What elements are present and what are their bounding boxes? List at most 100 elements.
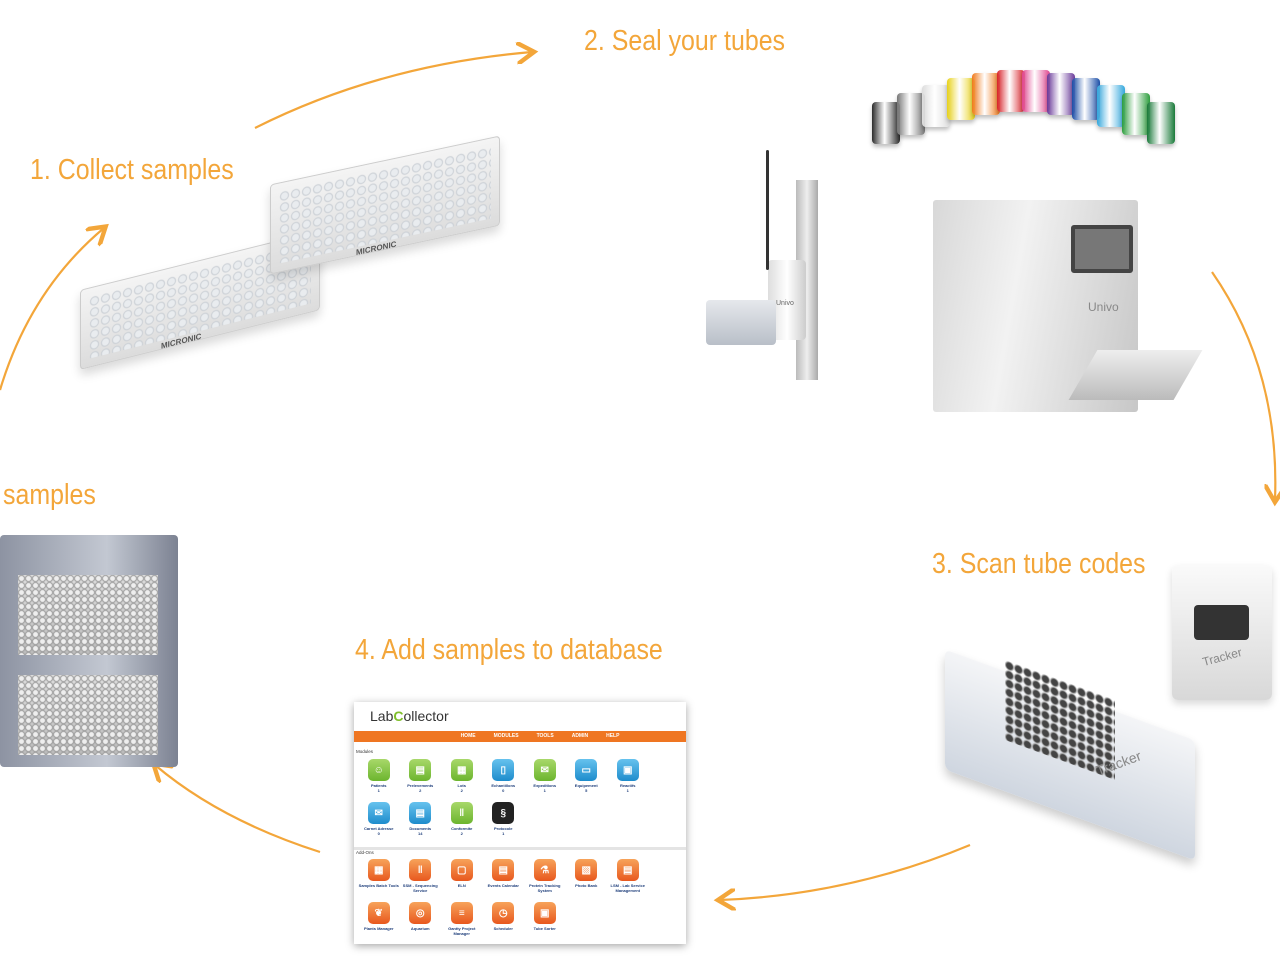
step-collect-label: 1. Collect samples <box>30 154 234 186</box>
sequencing-icon: ‖ <box>409 859 432 881</box>
item-label: Plants Manager <box>363 926 394 931</box>
item-label: Expeditions <box>533 783 557 788</box>
dna-icon: § <box>492 802 515 824</box>
nav-help[interactable]: HELP <box>606 733 620 739</box>
grid-icon: ▦ <box>450 759 473 781</box>
tube-cap <box>1072 77 1100 120</box>
item-label: Prelevements <box>407 783 434 788</box>
step-database-label: 4. Add samples to database <box>355 634 663 666</box>
tube-cap <box>1097 84 1125 127</box>
protein-icon: ⚗ <box>533 859 556 881</box>
batch-icon: ▦ <box>367 859 390 881</box>
tube-icon: ▯ <box>492 759 515 781</box>
item-label: SSM - Sequencing Service <box>402 883 438 893</box>
item-label: Reactifs <box>619 783 636 788</box>
arrow-3-to-4 <box>720 843 971 900</box>
tube-cap <box>897 92 925 135</box>
item-count: 1 <box>543 788 546 793</box>
document-icon: ▤ <box>409 802 432 824</box>
item-label: Protein Tracking System <box>529 883 561 893</box>
sorter-icon: ▣ <box>533 902 556 924</box>
clock-icon: ◷ <box>492 902 515 924</box>
addon-item[interactable]: ≡Gantty Project Manager <box>441 900 483 943</box>
item-label: Documents <box>409 826 432 831</box>
item-label: Protocole <box>494 826 513 831</box>
item-label: Photo Bank <box>575 883 598 888</box>
modules-heading: Modules <box>356 749 374 754</box>
item-label: Echantillons <box>491 783 516 788</box>
addon-item[interactable]: ▤Events Calendar <box>483 857 525 900</box>
nav-home[interactable]: HOME <box>460 733 476 739</box>
addon-item[interactable]: ◎Aquarium <box>400 900 442 943</box>
item-label: Aquarium <box>410 926 430 931</box>
envelope-icon: ✉ <box>533 759 556 781</box>
envelope-icon: ✉ <box>367 802 390 824</box>
addon-item[interactable]: ▤LSM - Lab Service Management <box>607 857 649 900</box>
item-count: 1 <box>626 788 629 793</box>
calendar-icon: ▤ <box>492 859 515 881</box>
item-label: ELN <box>457 883 466 888</box>
colored-tube-caps <box>872 62 1182 152</box>
tube-cap <box>947 77 975 120</box>
item-label: Carnet Adresse <box>364 826 394 831</box>
leaf-icon: ❦ <box>367 902 390 924</box>
labcollector-nav: HOME MODULES TOOLS ADMIN HELP <box>354 731 686 742</box>
step-scan-label: 3. Scan tube codes <box>932 548 1146 580</box>
addon-item[interactable]: ⚗ Protein Tracking System <box>524 857 566 900</box>
item-count: 0 <box>377 831 380 836</box>
item-label: Equipement <box>574 783 598 788</box>
addon-item[interactable]: ▣Tube Sorter <box>524 900 566 943</box>
lsm-icon: ▤ <box>616 859 639 881</box>
arrow-5-to-1 <box>0 228 104 391</box>
nav-modules[interactable]: MODULES <box>493 733 519 739</box>
decapper-device: Univo <box>706 150 866 380</box>
bottles-icon: ▣ <box>616 759 639 781</box>
item-count: 2 <box>460 831 463 836</box>
item-count: 2 <box>460 788 463 793</box>
arrow-1-to-2 <box>254 52 532 129</box>
labcollector-logo: LabCollector <box>370 708 449 724</box>
tube-cap <box>972 72 1000 115</box>
nav-tools[interactable]: TOOLS <box>536 733 554 739</box>
notebook-icon: ▢ <box>450 859 473 881</box>
tracker-scanner: Tracker <box>935 640 1200 861</box>
item-count: 1 <box>377 788 380 793</box>
item-count: 2 <box>419 788 422 793</box>
item-count: 5 <box>585 788 588 793</box>
addons-heading: Add-Ons <box>356 850 374 855</box>
person-icon: ☺ <box>367 759 390 781</box>
addon-item[interactable]: ‖ SSM - Sequencing Service <box>400 857 442 900</box>
photo-icon: ▧ <box>575 859 598 881</box>
tube-cap <box>1047 72 1075 115</box>
tubes-icon: ‖ <box>450 802 473 824</box>
nav-admin[interactable]: ADMIN <box>571 733 589 739</box>
gantt-icon: ≡ <box>450 902 473 924</box>
item-count: 1 <box>502 831 505 836</box>
item-label: Patients <box>370 783 387 788</box>
addon-item[interactable]: ◷Scheduler <box>483 900 525 943</box>
addon-item[interactable]: ▦Samples Batch Tools <box>358 857 400 900</box>
arrow-2-to-3 <box>1211 271 1275 500</box>
tube-cap <box>997 70 1025 113</box>
storage-rack <box>0 535 178 767</box>
addon-item[interactable]: ▢ ELN <box>441 857 483 900</box>
tube-cap <box>1022 70 1050 113</box>
step-store-label: samples <box>3 479 96 511</box>
monitor-icon: ▭ <box>575 759 598 781</box>
addon-item[interactable]: ❦ Plants Manager <box>358 900 400 943</box>
addon-item[interactable]: ▧ Photo Bank <box>566 857 608 900</box>
sealer-device: Univo <box>933 200 1203 415</box>
